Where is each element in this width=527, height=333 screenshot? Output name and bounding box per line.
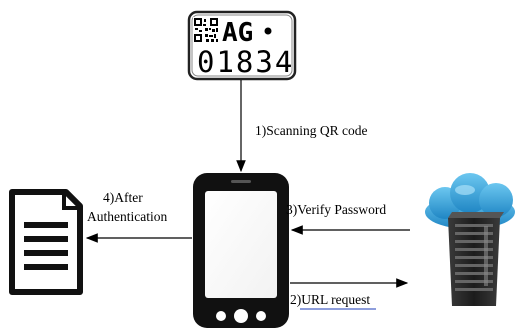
plate-dot	[264, 27, 272, 35]
url-request-label: 2)URL request	[290, 292, 371, 307]
qr-code-icon	[193, 17, 219, 43]
document-icon	[9, 189, 83, 295]
scan-qr-label: 1)Scanning QR code	[255, 123, 368, 138]
license-plate-icon: AG 01834	[187, 10, 297, 81]
plate-line1: AG	[222, 18, 253, 48]
smartphone-icon	[193, 173, 289, 328]
server-tower-icon	[448, 212, 504, 306]
after-auth-label-line1: 4)After	[103, 190, 143, 205]
after-auth-label-line2: Authentication	[87, 209, 168, 224]
verify-password-label: 3)Verify Password	[286, 202, 387, 217]
plate-line2: 01834	[197, 45, 294, 79]
cloud-server-icon	[425, 173, 515, 306]
